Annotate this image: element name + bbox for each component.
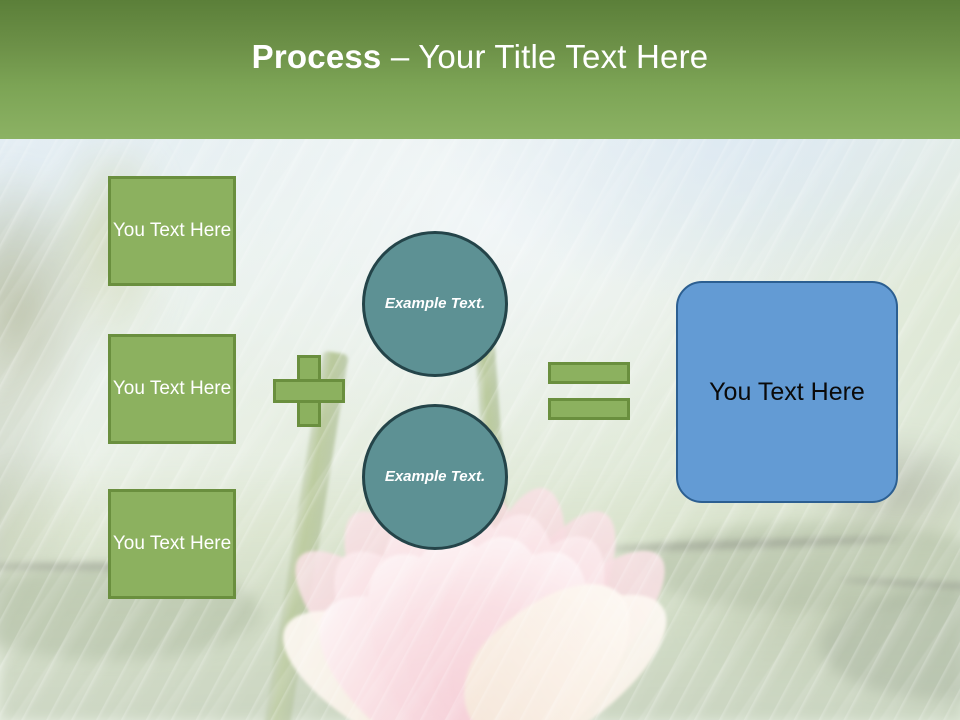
equals-icon-top-bar: [548, 362, 630, 384]
equals-icon: [548, 362, 630, 420]
input-box-2[interactable]: You Text Here: [108, 334, 236, 444]
example-circle-1-label: Example Text.: [384, 295, 486, 313]
example-circle-1[interactable]: Example Text.: [362, 231, 508, 377]
input-box-3-label: You Text Here: [112, 532, 232, 554]
result-box[interactable]: You Text Here: [676, 281, 898, 503]
title-emphasis: Process: [251, 37, 382, 75]
page-title: Process – Your Title Text Here: [252, 38, 709, 102]
plus-icon: [273, 355, 345, 427]
title-separator: –: [381, 37, 419, 75]
title-rest: Your Title Text Here: [418, 37, 709, 75]
input-box-1[interactable]: You Text Here: [108, 176, 236, 286]
title-banner: Process – Your Title Text Here: [0, 0, 960, 139]
input-box-1-label: You Text Here: [112, 219, 232, 241]
example-circle-2[interactable]: Example Text.: [362, 404, 508, 550]
equals-icon-bottom-bar: [548, 398, 630, 420]
example-circle-2-label: Example Text.: [384, 468, 486, 486]
lily-pad: [640, 522, 960, 612]
plus-icon-core: [300, 382, 318, 400]
result-box-label: You Text Here: [709, 377, 865, 406]
input-box-3[interactable]: You Text Here: [108, 489, 236, 599]
water-line: [0, 563, 210, 570]
input-box-2-label: You Text Here: [112, 377, 232, 399]
